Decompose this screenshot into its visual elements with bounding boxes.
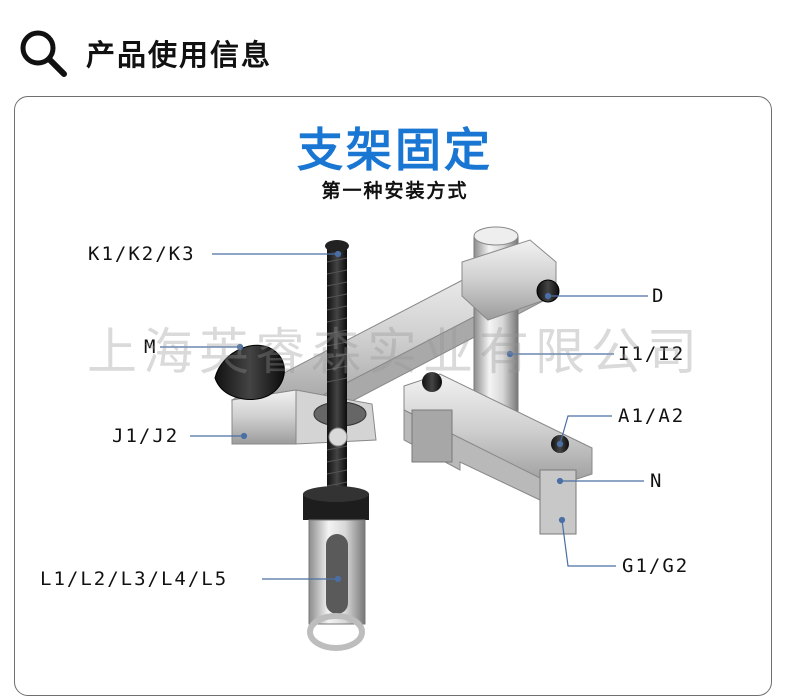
company-watermark: 上海英睿森实业有限公司 xyxy=(87,323,703,381)
callout-n: N xyxy=(650,470,664,492)
callout-j: J1/J2 xyxy=(112,425,180,447)
search-icon xyxy=(20,30,67,77)
holder-tube xyxy=(303,486,369,651)
product-panel xyxy=(14,96,772,696)
callout-k: K1/K2/K3 xyxy=(88,243,196,265)
top-clamp-block xyxy=(461,239,560,321)
section-header: 产品使用信息 xyxy=(0,0,790,90)
callout-leader-lines xyxy=(160,250,648,583)
section-title: 产品使用信息 xyxy=(86,38,273,72)
callout-d: D xyxy=(652,285,666,307)
callout-m: M xyxy=(144,336,158,358)
callout-l: L1/L2/L3/L4/L5 xyxy=(40,568,229,590)
clamping-knob xyxy=(214,344,285,400)
bracket-assembly-illustration xyxy=(160,226,648,651)
callout-a: A1/A2 xyxy=(618,405,686,427)
callout-g: G1/G2 xyxy=(622,555,690,577)
panel-subtitle: 第一种安装方式 xyxy=(321,180,469,202)
callout-i: I1/I2 xyxy=(618,343,686,365)
panel-title: 支架固定 xyxy=(297,123,493,177)
threaded-rod xyxy=(325,240,349,516)
